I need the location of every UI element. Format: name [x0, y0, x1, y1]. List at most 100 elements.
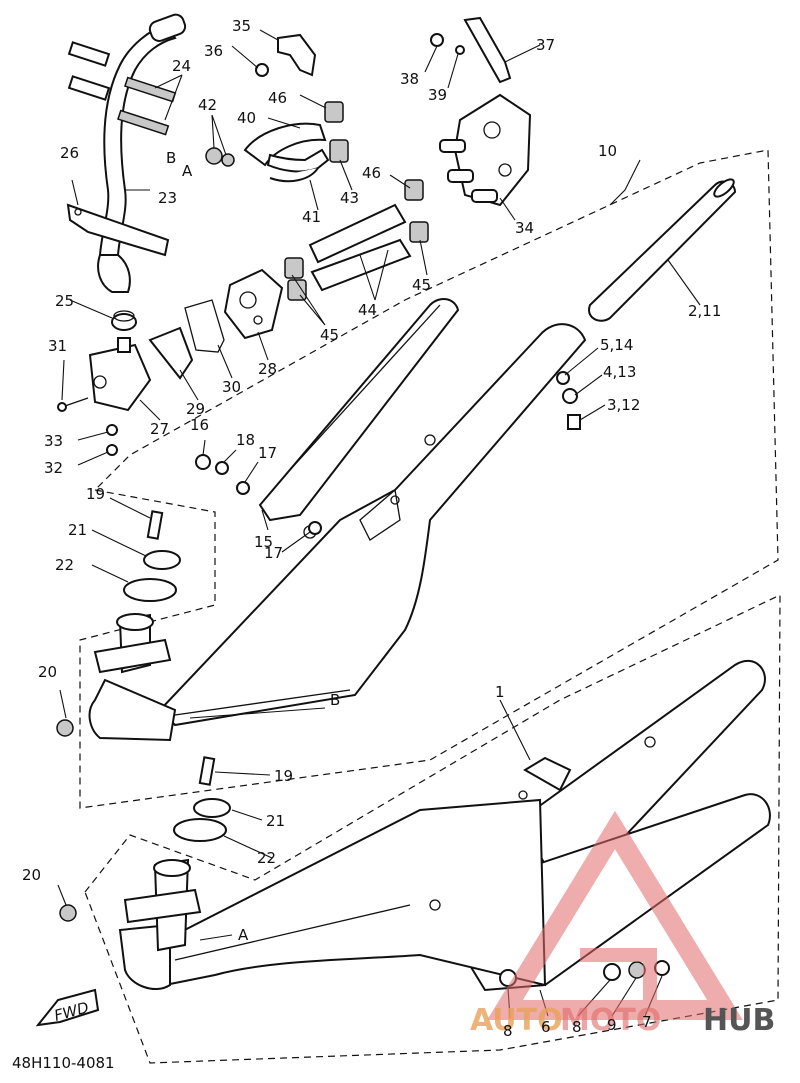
callout-3-12: 3,12 — [607, 396, 640, 414]
washer-32 — [106, 444, 118, 456]
washer-5-14 — [556, 371, 570, 385]
callout-21-b: 21 — [266, 812, 285, 830]
stud-19-lower — [198, 756, 216, 786]
callout-refA-1: A — [182, 162, 193, 180]
callout-25: 25 — [55, 292, 74, 310]
callout-20-a: 20 — [38, 663, 57, 681]
callout-26: 26 — [60, 144, 79, 162]
callout-22-a: 22 — [55, 556, 74, 574]
watermark-text-moto: MOTO — [560, 1003, 661, 1038]
callout-6: 6 — [541, 1018, 551, 1036]
callout-31: 31 — [48, 337, 67, 355]
nut-20-lower — [59, 904, 77, 922]
callout-17-b: 17 — [264, 544, 283, 562]
callout-15: 15 — [254, 533, 273, 551]
callout-44: 44 — [358, 301, 377, 319]
pipe-40-41 — [243, 122, 330, 183]
callout-2-11: 2,11 — [688, 302, 721, 320]
callout-30: 30 — [222, 378, 241, 396]
callout-16: 16 — [190, 416, 209, 434]
watermark-text-auto: AUTO — [470, 1003, 563, 1038]
callout-21-a: 21 — [68, 521, 87, 539]
watermark-text-hub: HUB — [703, 1003, 775, 1038]
callout-38: 38 — [400, 70, 419, 88]
clamp-42 — [205, 147, 235, 167]
muffler-upper — [158, 298, 587, 727]
callout-8-a: 8 — [503, 1022, 513, 1040]
nut-9 — [628, 961, 646, 979]
callout-17-a: 17 — [258, 444, 277, 462]
gasket-21-upper — [143, 550, 181, 570]
callout-labels: 35 36 37 38 39 46 42 40 24 B A 26 23 41 … — [22, 17, 721, 1040]
washer-18 — [215, 461, 229, 475]
clamps-43-46 — [284, 101, 429, 301]
washer-4-13 — [562, 388, 578, 404]
callout-10: 10 — [598, 142, 617, 160]
spring-25 — [111, 310, 137, 331]
valve-body-34 — [439, 93, 532, 207]
callout-24: 24 — [172, 57, 191, 75]
washer-8b — [603, 963, 621, 981]
bolt-3-12 — [567, 414, 581, 430]
callout-refA-2: A — [238, 926, 249, 944]
callout-43: 43 — [340, 189, 359, 207]
callout-refB-1: B — [166, 149, 176, 167]
reed-valve-27 — [88, 337, 152, 412]
callout-42: 42 — [198, 96, 217, 114]
callout-18: 18 — [236, 431, 255, 449]
gasket-22-lower — [173, 818, 227, 842]
callout-7: 7 — [642, 1013, 652, 1031]
nut-20-upper — [56, 719, 74, 737]
callout-41: 41 — [302, 208, 321, 226]
callout-1: 1 — [495, 683, 505, 701]
callout-46-a: 46 — [268, 89, 287, 107]
callout-37: 37 — [536, 36, 555, 54]
hoses-44 — [308, 203, 412, 292]
bracket-26 — [66, 203, 170, 257]
forward-arrow-icon: FWD — [35, 988, 100, 1027]
gasket-29 — [148, 326, 194, 380]
reed-bands — [67, 41, 177, 136]
callout-46-b: 46 — [362, 164, 381, 182]
callout-35: 35 — [232, 17, 251, 35]
callout-9: 9 — [607, 1016, 617, 1034]
callout-27: 27 — [150, 420, 169, 438]
callout-5-14: 5,14 — [600, 336, 633, 354]
callout-20-b: 20 — [22, 866, 41, 884]
nut-39 — [455, 45, 465, 55]
callout-39: 39 — [428, 86, 447, 104]
valve-body-28 — [223, 268, 284, 340]
callout-40: 40 — [237, 109, 256, 127]
bolt-31 — [57, 397, 89, 412]
diagram-code: 48H110-4081 — [12, 1054, 115, 1072]
washer-17a — [236, 481, 250, 495]
bolt-38 — [430, 33, 444, 47]
callout-45-b: 45 — [320, 326, 339, 344]
bracket-37 — [463, 16, 512, 84]
callout-refB-2: B — [330, 691, 340, 709]
callout-45-a: 45 — [412, 276, 431, 294]
callout-34: 34 — [515, 219, 534, 237]
callout-36: 36 — [204, 42, 223, 60]
washer-33 — [106, 424, 118, 436]
bracket-35 — [277, 33, 317, 77]
callout-33: 33 — [44, 432, 63, 450]
callout-23: 23 — [158, 189, 177, 207]
gasket-22-upper — [123, 578, 177, 602]
callout-32: 32 — [44, 459, 63, 477]
bolt-36 — [255, 63, 269, 77]
callout-19-b: 19 — [274, 767, 293, 785]
callout-8-b: 8 — [572, 1018, 582, 1036]
washer-17b — [308, 521, 322, 535]
callout-28: 28 — [258, 360, 277, 378]
muffler-lower-outer — [118, 659, 771, 992]
stud-19-upper — [146, 510, 164, 540]
callout-22-b: 22 — [257, 849, 276, 867]
gasket-21-lower — [193, 798, 231, 818]
tailpipe-2-11 — [588, 178, 737, 322]
exhaust-pipe-upper — [88, 613, 177, 742]
callout-29: 29 — [186, 400, 205, 418]
cap-7 — [654, 960, 670, 976]
callout-19-a: 19 — [86, 485, 105, 503]
